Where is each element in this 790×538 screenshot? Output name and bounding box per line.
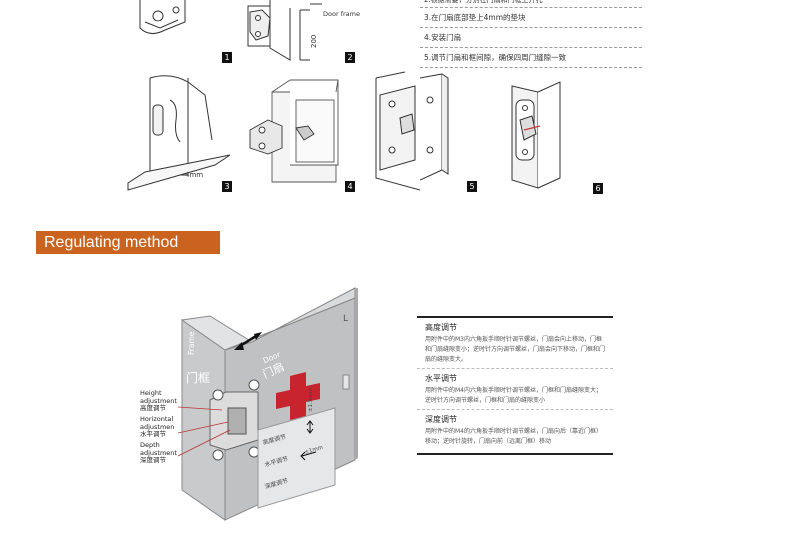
description-height-title: 高度调节	[425, 323, 457, 332]
figure-6-adjust	[511, 81, 561, 189]
step-item: 3.在门扇底部垫上4mm的垫块	[420, 8, 642, 28]
callout-height: Height adjustment 高度调节	[140, 389, 188, 413]
description-horizontal: 水平调节 用附件中的M4内六角扳手顺时针调节螺丝，门框和门扇缝隙变大；逆时针方向…	[417, 369, 613, 410]
description-depth: 深度调节 用附件中的M4的六角扳手顺时针调节螺丝，门扇向后（靠近门框）移动；逆时…	[417, 410, 613, 450]
frame-label-cn: 门框	[186, 371, 211, 385]
installation-drawings: Door frame 200 4mm	[127, 0, 420, 191]
section-title-banner: Regulating method	[36, 231, 220, 254]
callout-depth: Depth adjustment 深度调节	[140, 441, 188, 465]
description-depth-title: 深度调节	[425, 415, 457, 424]
callout-height-en: Height adjustment	[140, 389, 177, 405]
description-horizontal-body: 用附件中的M4内六角扳手顺时针调节螺丝，门框和门扇缝隙变大；逆时针方向调节螺丝，…	[425, 387, 602, 404]
sticker-height-value: ±1.5mm	[308, 387, 314, 412]
description-horizontal-title: 水平调节	[425, 374, 457, 383]
description-height: 高度调节 用附件中的M3内六角扳手顺时针调节螺丝，门扇会向上移动，门框和门扇缝隙…	[417, 318, 613, 369]
adjustment-description-box: 高度调节 用附件中的M3内六角扳手顺时针调节螺丝，门扇会向上移动，门框和门扇缝隙…	[417, 316, 613, 455]
red-cross-symbol	[276, 372, 320, 420]
figure-3-spacer	[127, 75, 231, 191]
figure-1-hinge	[139, 0, 186, 34]
figure-number-2: 2	[345, 52, 355, 63]
spacer-4mm-label: 4mm	[185, 171, 203, 179]
figure-number-5: 5	[467, 181, 477, 192]
description-height-body: 用附件中的M3内六角扳手顺时针调节螺丝，门扇会向上移动，门框和门扇缝隙变小；逆时…	[425, 336, 606, 363]
figure-number-3: 3	[222, 181, 232, 192]
door-frame-label: Door frame	[323, 10, 360, 18]
step-item: 4.安装门扇	[420, 28, 642, 48]
figure-4-door-install	[249, 79, 339, 183]
description-depth-body: 用附件中的M4的六角扳手顺时针调节螺丝，门扇向后（靠近门框）移动；逆时针旋转，门…	[425, 428, 602, 445]
corner-mark: L	[343, 314, 349, 324]
installation-steps-list: 2.根据需要，分别在门扇和门框上开孔 3.在门扇底部垫上4mm的垫块 4.安装门…	[420, 0, 642, 68]
step-item: 5.调节门扇和框间隙，确保四周门缝隙一致	[420, 48, 642, 68]
figure-number-4: 4	[345, 181, 355, 192]
figure-5-6-drawings	[420, 73, 561, 189]
callout-horizontal-en: Horizontal adjustmen	[140, 415, 175, 431]
figure-number-6: 6	[593, 183, 603, 194]
callout-horizontal-cn: 水平调节	[140, 430, 166, 438]
callout-horizontal: Horizontal adjustmen 水平调节	[140, 415, 188, 439]
step-item: 2.根据需要，分别在门扇和门框上开孔	[420, 0, 642, 8]
callout-depth-cn: 深度调节	[140, 456, 166, 464]
callout-depth-en: Depth adjustment	[140, 441, 177, 457]
figure-2-frame-cut	[247, 0, 322, 61]
callout-height-cn: 高度调节	[140, 404, 166, 412]
figure-5-frame-hinge	[375, 71, 420, 191]
figure-number-1: 1	[222, 52, 232, 63]
frame-label: Frame	[187, 331, 196, 355]
regulating-diagram	[177, 287, 358, 521]
dimension-200-label: 200	[310, 35, 318, 48]
